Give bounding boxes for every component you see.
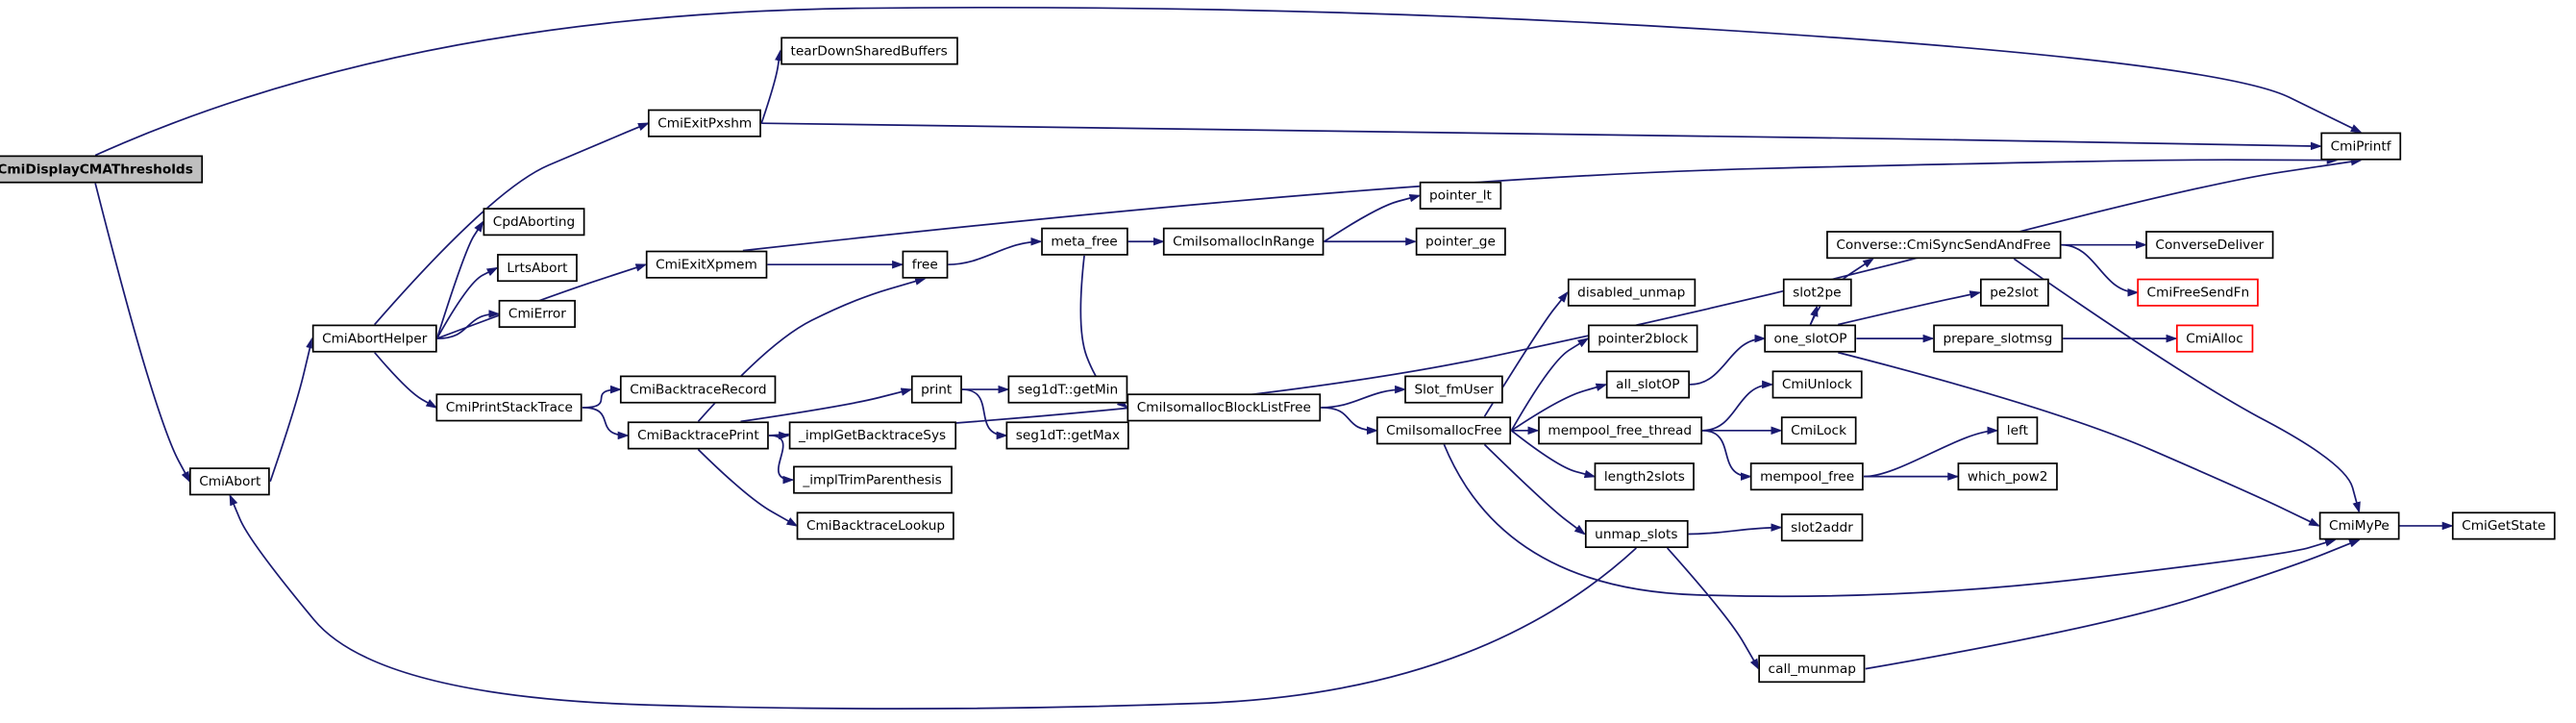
- graph-node-cpdaborting[interactable]: CpdAborting: [483, 208, 585, 237]
- graph-node-impltrim[interactable]: _implTrimParenthesis: [793, 465, 953, 494]
- edge-main-cmiprintf: [94, 6, 2363, 157]
- graph-node-btlookup[interactable]: CmiBacktraceLookup: [796, 511, 955, 540]
- graph-node-print[interactable]: print: [910, 375, 962, 404]
- graph-node-syncsend[interactable]: Converse::CmiSyncSendAndFree: [1826, 231, 2061, 260]
- edge-mempoolfree-left: [1864, 426, 1999, 478]
- graph-node-isofree[interactable]: CmiIsomallocFree: [1375, 416, 1512, 445]
- graph-node-lrtsabort[interactable]: LrtsAbort: [497, 254, 578, 283]
- edge-unmapslots-abort: [229, 493, 1637, 710]
- edge-aborthelper-cpdaborting: [435, 220, 484, 339]
- edge-inrange-ptrlt: [1324, 193, 1422, 242]
- graph-node-free[interactable]: free: [902, 250, 949, 279]
- edge-exitxpmem-cmiprintf: [742, 156, 2339, 252]
- edge-aborthelper-printstack: [374, 352, 438, 409]
- edge-aborthelper-exitpxshm: [374, 122, 650, 326]
- edge-allslotop-oneslotop: [1689, 334, 1767, 386]
- edge-unmapslots-slot2addr: [1688, 523, 1783, 536]
- graph-node-cmiunlock[interactable]: CmiUnlock: [1771, 370, 1863, 399]
- graph-node-abort[interactable]: CmiAbort: [188, 467, 271, 496]
- graph-node-convdeliver[interactable]: ConverseDeliver: [2145, 231, 2274, 260]
- graph-node-exitpxshm[interactable]: CmiExitPxshm: [647, 109, 762, 137]
- graph-node-getstate[interactable]: CmiGetState: [2451, 511, 2556, 540]
- edge-oneslotop-pe2slot: [1838, 290, 1982, 326]
- graph-node-disabledunmap[interactable]: disabled_unmap: [1567, 278, 1696, 307]
- graph-node-mempoolfree[interactable]: mempool_free: [1749, 462, 1865, 491]
- edge-blocklistfree-isofree: [1321, 407, 1379, 436]
- edge-syncsend-cmimype: [2013, 258, 2361, 514]
- graph-node-slot2addr[interactable]: slot2addr: [1780, 513, 1864, 542]
- edge-exitpxshm-cmiprintf: [761, 122, 2322, 151]
- graph-node-unmapslots[interactable]: unmap_slots: [1584, 519, 1688, 549]
- edge-isofree-unmapslots: [1483, 443, 1586, 536]
- edge-oneslotop-cmimype: [1838, 351, 2321, 527]
- edge-isofree-len2slots: [1510, 430, 1597, 479]
- graph-node-mpfthread[interactable]: mempool_free_thread: [1538, 416, 1702, 445]
- edge-syncsend-freesendfn: [2061, 243, 2140, 297]
- graph-node-getmin[interactable]: seg1dT::getMin: [1007, 375, 1128, 404]
- graph-node-teardown[interactable]: tearDownSharedBuffers: [780, 37, 958, 65]
- graph-node-main: CmiDisplayCMAThresholds: [0, 155, 204, 184]
- graph-node-aborthelper[interactable]: CmiAbortHelper: [311, 324, 437, 353]
- edge-isofree-allslotop: [1510, 383, 1608, 432]
- graph-node-cmiprintf[interactable]: CmiPrintf: [2320, 132, 2401, 161]
- graph-node-blocklistfree[interactable]: CmiIsomallocBlockListFree: [1127, 393, 1322, 422]
- graph-node-cmialloc[interactable]: CmiAlloc: [2175, 324, 2253, 353]
- edge-print-getmax: [961, 388, 1008, 440]
- graph-node-btrecord[interactable]: CmiBacktraceRecord: [619, 375, 777, 404]
- graph-node-oneslotop[interactable]: one_slotOP: [1764, 324, 1857, 353]
- graph-node-ptrge[interactable]: pointer_ge: [1415, 227, 1506, 256]
- graph-node-cmimype[interactable]: CmiMyPe: [2318, 511, 2400, 540]
- edge-main-abort: [94, 183, 191, 484]
- graph-node-pe2slot[interactable]: pe2slot: [1979, 278, 2048, 307]
- graph-node-btprint[interactable]: CmiBacktracePrint: [627, 421, 769, 450]
- graph-node-implget[interactable]: _implGetBacktraceSys: [788, 421, 956, 450]
- edge-unmapslots-callmunmap: [1667, 547, 1760, 671]
- edge-btprint-print: [740, 387, 913, 423]
- graph-node-inrange[interactable]: CmiIsomallocInRange: [1162, 227, 1325, 256]
- graph-node-freesendfn[interactable]: CmiFreeSendFn: [2137, 278, 2260, 307]
- edge-exitpxshm-teardown: [760, 49, 783, 124]
- graph-node-getmax[interactable]: seg1dT::getMax: [1005, 421, 1130, 450]
- graph-node-slotfmuser[interactable]: Slot_fmUser: [1404, 375, 1504, 404]
- graph-node-printstack[interactable]: CmiPrintStackTrace: [435, 393, 583, 422]
- edge-btprint-btlookup: [697, 448, 799, 527]
- graph-node-allslotop[interactable]: all_slotOP: [1605, 370, 1690, 399]
- graph-node-ptr2block[interactable]: pointer2block: [1587, 324, 1698, 353]
- edge-printstack-btrecord: [582, 385, 622, 409]
- graph-node-left[interactable]: left: [1996, 416, 2039, 445]
- edge-btprint-impltrim: [768, 435, 795, 485]
- edge-mpfthread-mempoolfree: [1701, 429, 1752, 481]
- graph-node-ptrlt[interactable]: pointer_lt: [1419, 181, 1502, 210]
- edge-blocklistfree-slotfmuser: [1321, 385, 1407, 409]
- edge-printstack-btprint: [582, 407, 630, 440]
- edge-abort-aborthelper: [269, 337, 314, 483]
- graph-node-cmierror[interactable]: CmiError: [498, 299, 577, 328]
- edge-aborthelper-lrtsabort: [435, 266, 499, 339]
- edge-isofree-cmimype: [1443, 444, 2337, 598]
- edge-isofree-ptr2block: [1510, 337, 1590, 432]
- graph-node-callmunmap[interactable]: call_munmap: [1758, 655, 1867, 684]
- graph-node-len2slots[interactable]: length2slots: [1594, 462, 1696, 491]
- graph-node-whichpow2[interactable]: which_pow2: [1957, 462, 2058, 491]
- graph-node-cmilock[interactable]: CmiLock: [1780, 416, 1857, 445]
- graph-node-prepslotmsg[interactable]: prepare_slotmsg: [1933, 324, 2063, 353]
- graph-node-metafree[interactable]: meta_free: [1041, 227, 1127, 256]
- edge-callmunmap-cmimype: [1865, 538, 2361, 670]
- graph-node-slot2pe[interactable]: slot2pe: [1782, 278, 1851, 307]
- graph-node-exitxpmem[interactable]: CmiExitXpmem: [645, 250, 768, 279]
- edge-mpfthread-cmiunlock: [1701, 380, 1774, 432]
- edge-free-metafree: [948, 237, 1043, 266]
